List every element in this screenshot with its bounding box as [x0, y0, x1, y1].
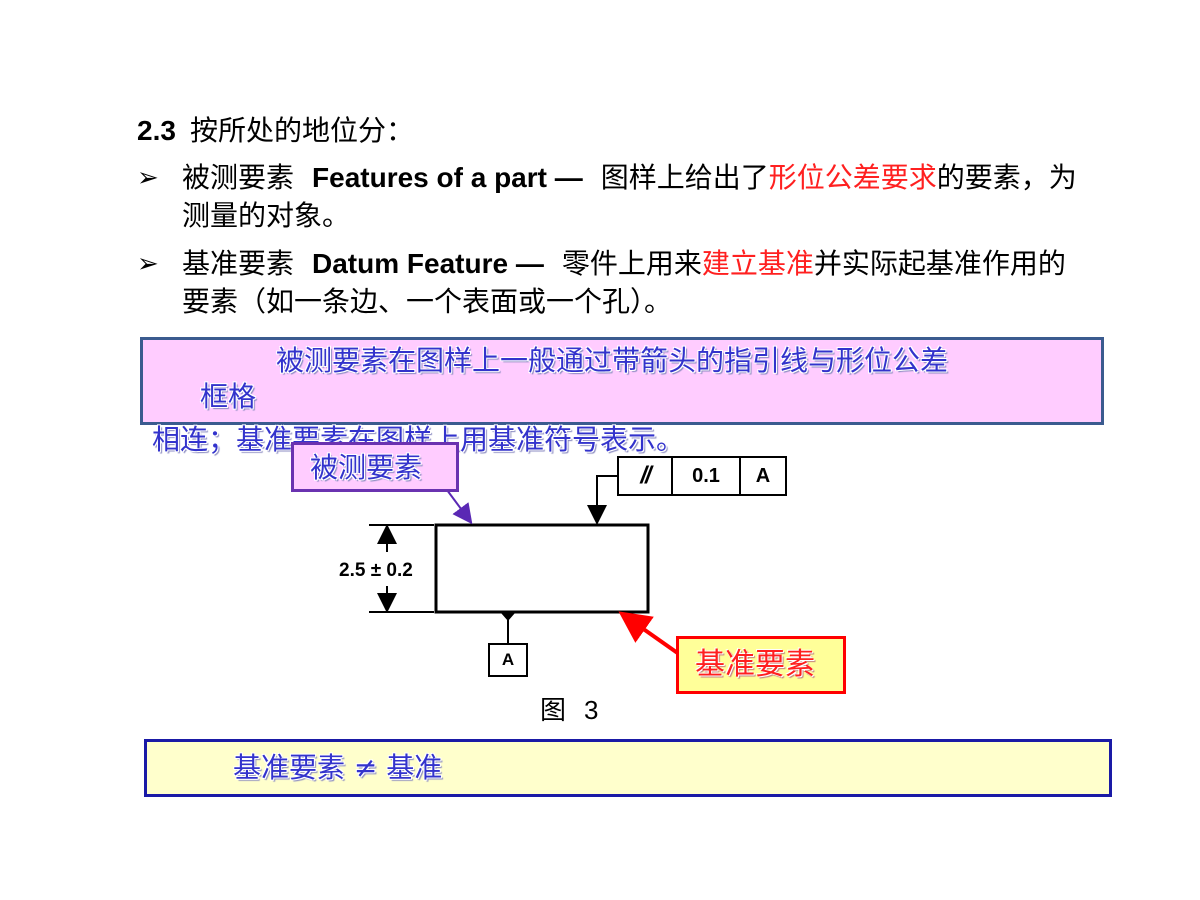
bullet-zh-term: 基准要素 [182, 247, 295, 280]
measured-feature-text: 被测要素 [310, 451, 423, 484]
bullet-desc-end: 的要素，为测量的对象。 [182, 161, 1077, 232]
bullet-zh-term: 被测要素 [182, 161, 295, 194]
measured-pointer-arrow [446, 489, 473, 525]
datum-feature-text: 基准要素 [695, 647, 815, 682]
tolerance-value: 0.1 [673, 458, 741, 494]
dimension-value: 2.5 ± 0.2 [339, 560, 413, 581]
caption-prefix: 图 [540, 696, 567, 726]
bullet-item-datum: ➢ 基准要素 Datum Feature — 零件上用来建立基准并实际起基准作用的要… [137, 245, 1087, 321]
measured-feature-label: 被测要素 [291, 442, 459, 492]
feature-control-frame: // 0.1 A [617, 456, 787, 496]
datum-triangle [501, 613, 515, 621]
bullet-highlight: 形位公差要求 [768, 161, 937, 194]
leader-line [587, 475, 617, 525]
bullet-highlight: 建立基准 [701, 247, 814, 280]
section-title: 按所处的地位分： [189, 114, 414, 147]
note-line-1: 被测要素在图样上一般通过带箭头的指引线与形位公差 [276, 344, 949, 377]
datum-feature-label: 基准要素 [676, 636, 846, 694]
bullet-arrow-icon: ➢ [137, 249, 159, 279]
parallelism-symbol-icon: // [619, 458, 673, 494]
bullet-en-term: Features of a part — [312, 162, 583, 193]
bullet-desc-end: 并实际起基准作用的要素（如一条边、一个表面或一个孔）。 [182, 247, 1066, 318]
datum-reference: A [755, 464, 771, 487]
part-outline [434, 523, 650, 614]
section-number: 2.3 [137, 115, 176, 146]
datum-symbol-box: A [488, 643, 528, 677]
summary-box: 基准要素 ≠ 基准 [144, 739, 1112, 797]
note-line-2: 框格 [200, 380, 257, 413]
bullet-item-measured: ➢ 被测要素 Features of a part — 图样上给出了形位公差要求的要… [137, 159, 1087, 235]
bullet-arrow-icon: ➢ [137, 163, 159, 193]
caption-number: 3 [584, 695, 599, 725]
note-box [140, 337, 1104, 425]
bullet-desc: 图样上给出了 [600, 161, 769, 194]
bullet-desc: 零件上用来 [561, 247, 702, 280]
section-heading: 2.3 按所处的地位分： [137, 112, 414, 150]
summary-text: 基准要素 ≠ 基准 [233, 751, 443, 784]
bullet-en-term: Datum Feature — [312, 248, 544, 279]
